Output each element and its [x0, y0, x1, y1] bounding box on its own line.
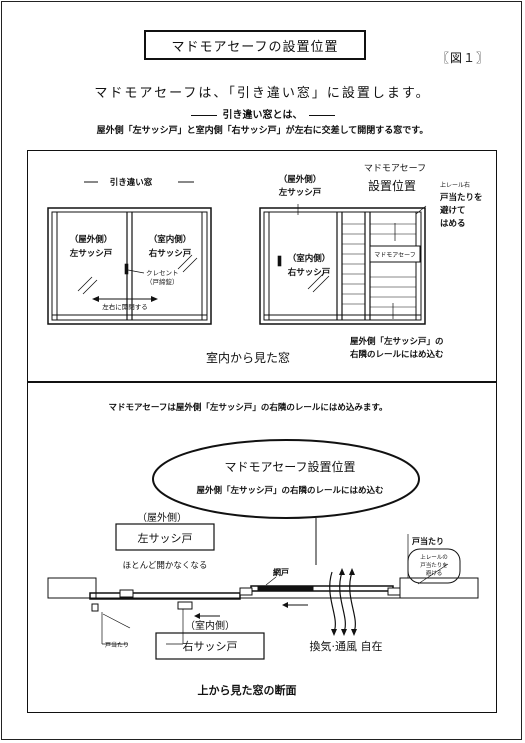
avoid-label: 避けて [440, 205, 466, 216]
page-title: マドモアセーフの設置位置 [144, 30, 366, 60]
lead-text: マドモアセーフは、「引き違い窓」に設置します。 [94, 86, 431, 101]
right-sash-label: 右サッシ戸 [183, 639, 238, 653]
outdoor-side-label: （屋外側） [70, 234, 113, 245]
open-close-note: 左右に開閉する [102, 302, 148, 311]
ventilation-label: 換気·通風 自在 [310, 639, 383, 653]
section-view-caption: 上から見た窓の断面 [198, 683, 297, 697]
explanation-text: 屋外側「左サッシ戸」と室内側「右サッシ戸」が左右に交差して開閉する窓です。 [96, 126, 429, 136]
screen-door-label: 網戸 [273, 567, 289, 577]
fit-label: はめる [440, 219, 466, 229]
bubble-title: マドモアセーフ設置位置 [224, 459, 355, 474]
crescent-label: クレセント [146, 269, 179, 277]
indoor-side-label: （室内側） [149, 234, 192, 245]
sliding-window-illustration [47, 181, 212, 325]
right-sash-label: 右サッシ戸 [287, 267, 331, 278]
upper-rail-label: 上レール右 [440, 181, 470, 189]
sub-heading: 引き違い窓とは、 [0, 106, 525, 121]
outdoor-side-label: （屋外側） [279, 174, 322, 185]
front-view-caption: 室内から見た窓 [206, 350, 290, 365]
divider-line [308, 114, 335, 116]
front-view-panel: 引き違い窓 （屋外側） 左サッシ戸 （室内側） 右サッシ戸 クレセント （戸締錠… [27, 150, 497, 383]
bubble-text: 屋外側「左サッシ戸」の右隣のレールにはめ込む [196, 485, 384, 496]
left-sash-label: 左サッシ戸 [69, 248, 113, 259]
front-view-diagram: 引き違い窓 （屋外側） 左サッシ戸 （室内側） 右サッシ戸 クレセント （戸締錠… [47, 163, 483, 365]
sub-heading-text: 引き違い窓とは、 [222, 110, 303, 121]
rail-note-line1: 屋外側「左サッシ戸」の [350, 336, 444, 347]
installation-window-illustration [259, 204, 427, 325]
indoor-side-label: （室内側） [185, 619, 235, 632]
lock-label: （戸締錠） [146, 277, 179, 286]
indoor-side-label: （室内側） [288, 253, 331, 264]
door-stop-label: 戸当たり [412, 536, 444, 546]
right-sash-label: 右サッシ戸 [148, 248, 192, 259]
rail-note-line1: 上レールの [420, 553, 448, 561]
divider-line [190, 114, 217, 116]
window-section-illustration [47, 518, 479, 660]
figure-number: 〖図１〗 [437, 51, 490, 65]
product-name-label: マドモアセーフ [364, 163, 426, 174]
rail-note-line2: 戸当たりを [420, 561, 448, 569]
left-sash-label: 左サッシ戸 [138, 532, 193, 545]
door-stop-label: 戸当たり [105, 641, 129, 649]
rail-note-line2: 右隣のレールにはめ込む [349, 349, 444, 360]
section-heading: マドモアセーフは屋外側「左サッシ戸」の右隣のレールにはめ込みます。 [109, 402, 388, 413]
sliding-window-title: 引き違い窓 [110, 177, 153, 188]
hardly-opens-note: ほとんど開かなくなる [123, 561, 208, 571]
avoid-door-stop-label: 戸当たりを [440, 192, 483, 203]
rail-note-line3: 避ける [426, 569, 443, 577]
product-tag: マドモアセーフ [374, 252, 416, 259]
installation-position-label: 設置位置 [368, 178, 416, 193]
section-view-panel: マドモアセーフは屋外側「左サッシ戸」の右隣のレールにはめ込みます。 マドモアセー… [27, 381, 497, 713]
installation-callout-bubble [152, 439, 420, 519]
left-sash-label: 左サッシ戸 [278, 187, 322, 198]
section-view-diagram: マドモアセーフは屋外側「左サッシ戸」の右隣のレールにはめ込みます。 マドモアセー… [47, 402, 479, 697]
outdoor-side-label: （屋外側） [137, 511, 187, 524]
